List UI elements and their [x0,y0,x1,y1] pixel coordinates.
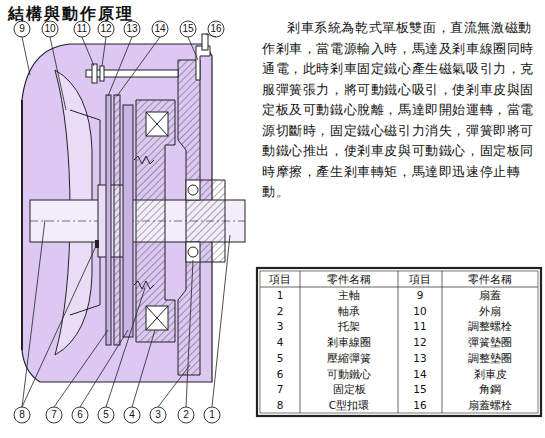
table-cell: 項目 [260,271,300,287]
callout-number: 10 [42,21,58,37]
table-cell: 11 [398,318,442,334]
table-cell: 15 [398,381,442,397]
callout-number: 6 [72,407,88,423]
table-cell: 主軸 [300,287,398,303]
table-cell: 3 [260,318,300,334]
table-cell: 6 [260,366,300,382]
callout-number: 16 [208,21,224,37]
table-cell: 壓縮彈簧 [300,350,398,366]
callout-number: 5 [98,407,114,423]
callout-number: 8 [14,407,30,423]
callout-number: 1 [204,407,220,423]
table-cell: 外扇 [442,303,538,319]
description-text: 剎車系統為乾式單板雙面，直流無激磁動作剎車，當電源輸入時，馬達及剎車線圈同時通電… [262,18,538,203]
table-cell: 調整墊圈 [442,350,538,366]
table-cell: 可動鐵心 [300,366,398,382]
table-cell: 9 [398,287,442,303]
table-cell: 10 [398,303,442,319]
table-cell: 扇蓋 [442,287,538,303]
callout-number: 12 [98,21,114,37]
callout-number: 2 [178,407,194,423]
table-cell: 零件名稱 [300,271,398,287]
table-cell: 5 [260,350,300,366]
table-cell: 固定板 [300,381,398,397]
table-cell: 剎車線圈 [300,334,398,350]
table-cell: 8 [260,397,300,413]
table-cell: 托架 [300,318,398,334]
table-cell: 角鋼 [442,381,538,397]
table-cell: 13 [398,350,442,366]
callout-number: 13 [124,21,140,37]
table-cell: 剎車皮 [442,366,538,382]
callout-number: 9 [14,21,30,37]
table-cell: 12 [398,334,442,350]
table-cell: 14 [398,366,442,382]
table-cell: 1 [260,287,300,303]
table-cell: 軸承 [300,303,398,319]
table-cell: 項目 [398,271,442,287]
table-cell: 2 [260,303,300,319]
callout-number: 4 [124,407,140,423]
table-cell: C型扣環 [300,397,398,413]
table-cell: 4 [260,334,300,350]
diagram-title: 結構與動作原理 [8,4,134,25]
callout-number: 3 [150,407,166,423]
table-cell: 零件名稱 [442,271,538,287]
callout-number: 11 [74,21,90,37]
callout-number: 7 [46,407,62,423]
table-cell: 彈簧墊圈 [442,334,538,350]
callout-number: 15 [180,21,196,37]
table-cell: 16 [398,397,442,413]
table-cell: 扇蓋螺栓 [442,397,538,413]
callout-number: 14 [152,21,168,37]
table-cell: 調整螺栓 [442,318,538,334]
table-cell: 7 [260,381,300,397]
